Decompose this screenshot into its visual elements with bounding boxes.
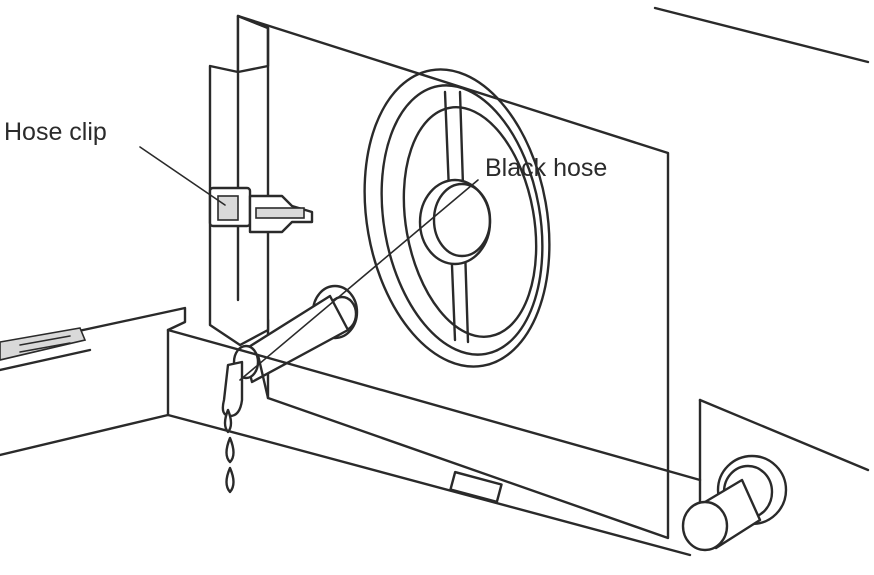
- hose-clip-leader: [139, 146, 226, 206]
- cabinet-top-edge: [653, 6, 870, 64]
- hose-clip-label: Hose clip: [4, 118, 107, 146]
- black-hose-label: Black hose: [485, 154, 608, 182]
- water-drops: [223, 408, 235, 494]
- black-hose-leader: [239, 179, 479, 381]
- adjustable-foot: [681, 454, 788, 552]
- fan-housing: [363, 68, 551, 368]
- base-tray: [0, 306, 702, 557]
- hose-clip: [208, 186, 314, 234]
- bracket-cap: [236, 14, 270, 74]
